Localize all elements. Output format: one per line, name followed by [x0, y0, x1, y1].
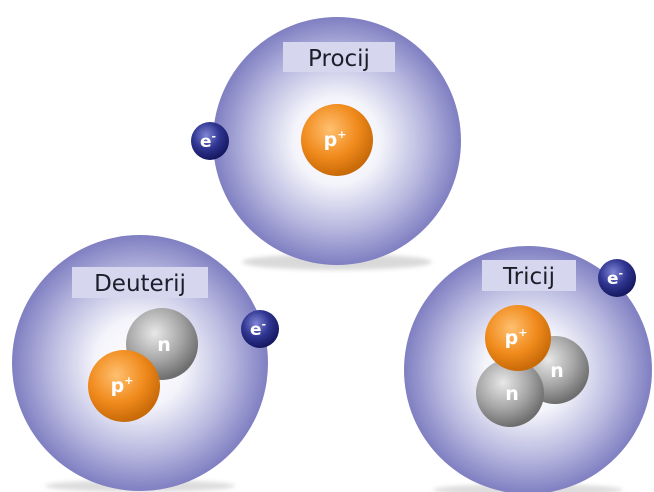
neutron-left: n — [476, 359, 544, 427]
proton: p+ — [485, 305, 551, 371]
proton-symbol: p — [505, 327, 519, 349]
svg-text:e-: e- — [607, 267, 623, 289]
electron-symbol: e — [200, 132, 212, 152]
proton-symbol: p — [324, 129, 338, 151]
atom-tricij: Tricij n n p+ e- — [404, 246, 652, 492]
neutron-symbol: n — [157, 334, 171, 356]
atom-deuterij: Deuterij n p+ e- — [12, 235, 279, 492]
proton-charge: + — [337, 128, 346, 141]
svg-text:p+: p+ — [324, 128, 347, 151]
electron: e- — [598, 259, 636, 297]
electron-charge: - — [618, 267, 623, 280]
svg-text:p+: p+ — [111, 374, 134, 397]
proton-charge: + — [518, 326, 527, 339]
proton-charge: + — [124, 374, 133, 387]
proton: p+ — [88, 350, 160, 422]
svg-text:p+: p+ — [505, 326, 528, 349]
electron: e- — [241, 310, 279, 348]
neutron-symbol: n — [550, 360, 564, 382]
electron-symbol: e — [607, 269, 619, 289]
svg-text:e-: e- — [250, 318, 266, 340]
electron: e- — [191, 122, 229, 160]
atom-procij: Procij p+ e- — [191, 17, 461, 270]
neutron-symbol: n — [505, 383, 519, 405]
label-box — [283, 42, 395, 72]
electron-charge: - — [211, 130, 216, 143]
electron-charge: - — [261, 318, 266, 331]
svg-text:e-: e- — [200, 130, 216, 152]
atom-label: Tricij — [502, 264, 555, 290]
atom-label: Deuterij — [94, 271, 186, 297]
proton-symbol: p — [111, 375, 125, 397]
label-box — [72, 267, 208, 298]
proton: p+ — [301, 104, 373, 176]
electron-symbol: e — [250, 320, 262, 340]
atom-label: Procij — [308, 46, 370, 72]
label-box — [482, 260, 576, 291]
